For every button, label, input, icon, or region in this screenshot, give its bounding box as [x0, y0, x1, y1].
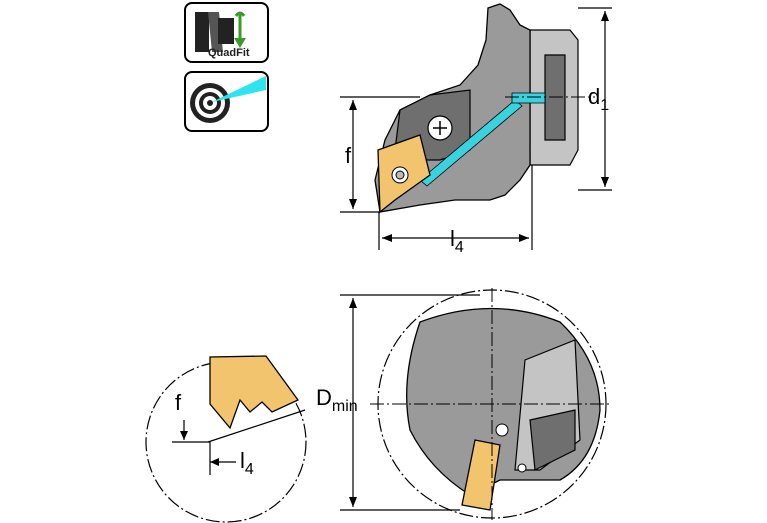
- quadfit-icon: QuadFit: [184, 2, 269, 63]
- l4-label: l4: [450, 226, 464, 256]
- internal-coolant-icon: [184, 71, 269, 132]
- insert-detail-view: [145, 355, 307, 523]
- f-label: f: [345, 143, 352, 168]
- dimension-lines-top: [340, 7, 612, 250]
- detail-l4-label: l4: [240, 448, 254, 478]
- bore-end-view: [340, 288, 612, 520]
- dmin-label: Dmin: [316, 385, 358, 415]
- d1-label: d1: [588, 84, 609, 114]
- detail-f-label: f: [175, 390, 182, 415]
- tool-side-view: [374, 3, 579, 214]
- quadfit-label: QuadFit: [208, 47, 250, 59]
